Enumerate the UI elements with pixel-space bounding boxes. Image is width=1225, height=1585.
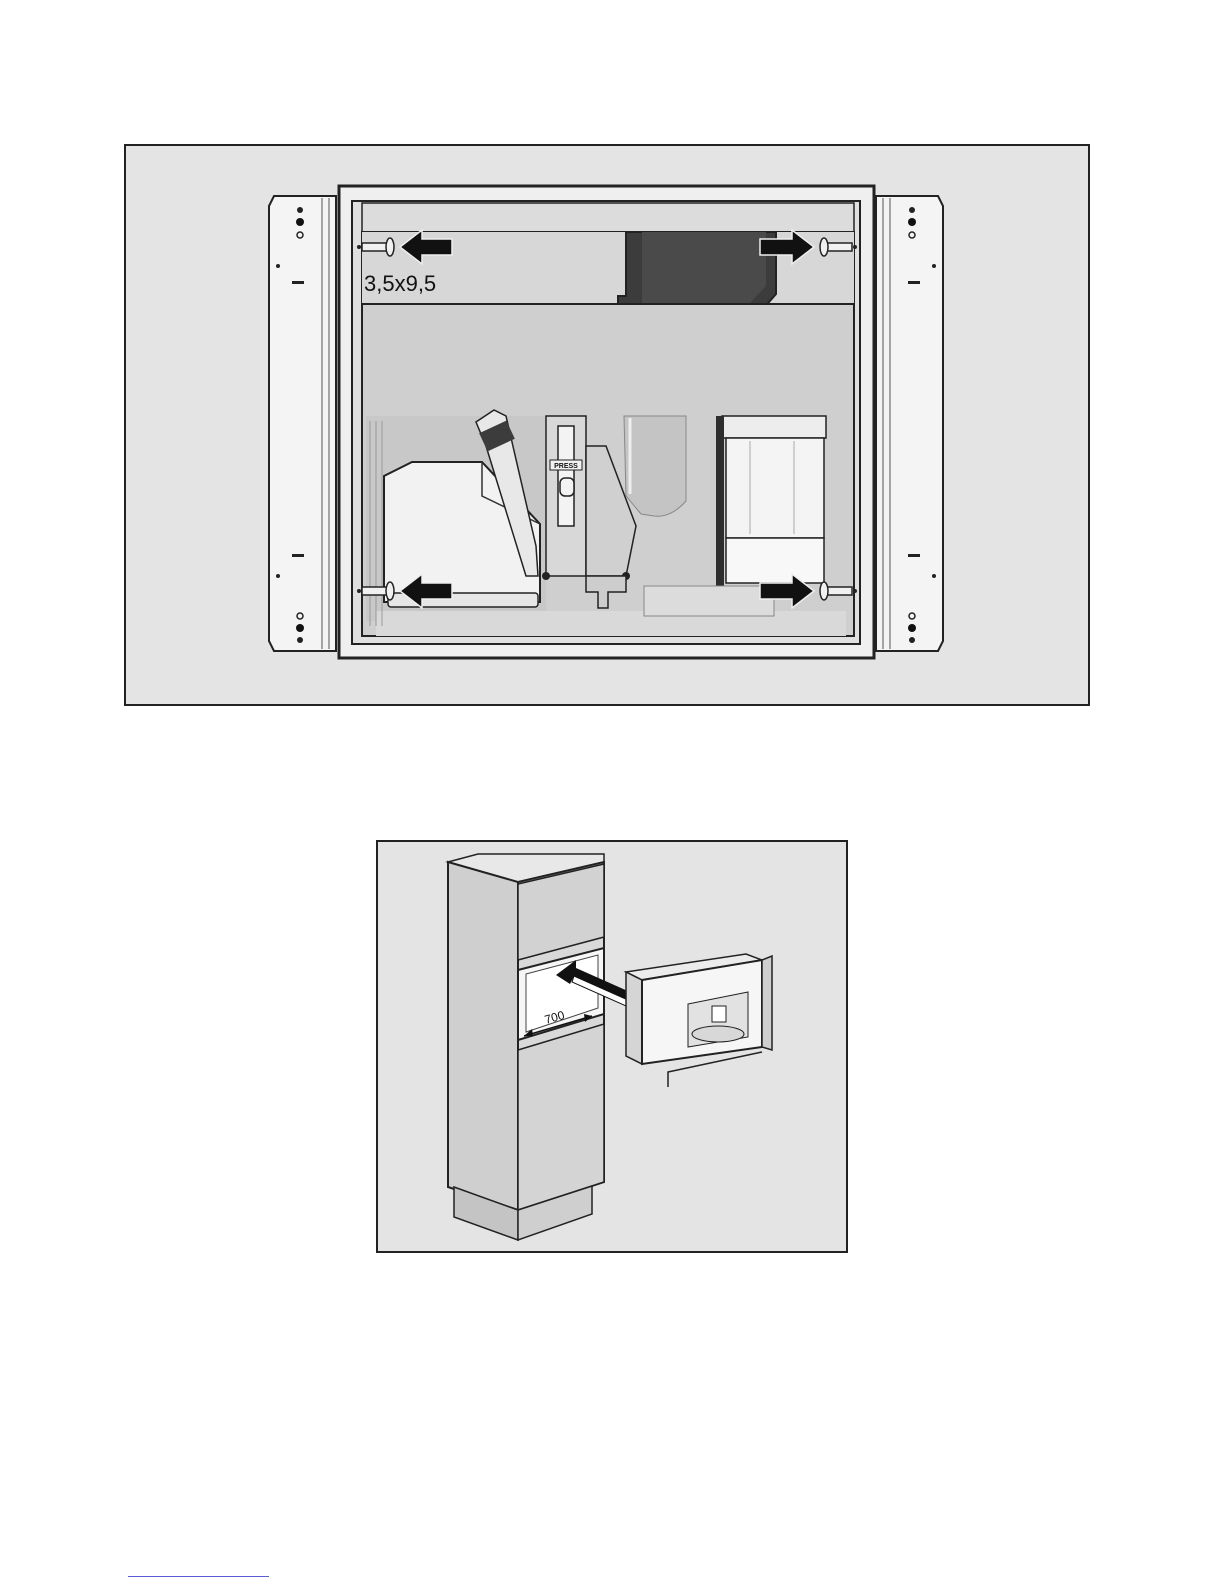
niche-drawing: 700	[378, 842, 850, 1255]
front-view-drawing: PRESS	[126, 146, 1092, 708]
left-mounting-strip	[269, 196, 336, 651]
water-tank	[716, 416, 826, 586]
installation-figure-niche: 700	[376, 840, 848, 1253]
boiler-cylinder	[624, 416, 686, 516]
screw-size-label: 3,5x9,5	[364, 271, 436, 296]
brew-unit-press-label: PRESS	[554, 463, 578, 470]
footer-rule	[128, 1576, 269, 1577]
right-mounting-strip	[876, 196, 943, 651]
installation-figure-front-view: PRESS	[124, 144, 1090, 706]
built-in-appliance	[626, 954, 772, 1087]
lower-cabinet-door	[518, 1024, 604, 1210]
tall-cabinet	[448, 854, 604, 1240]
